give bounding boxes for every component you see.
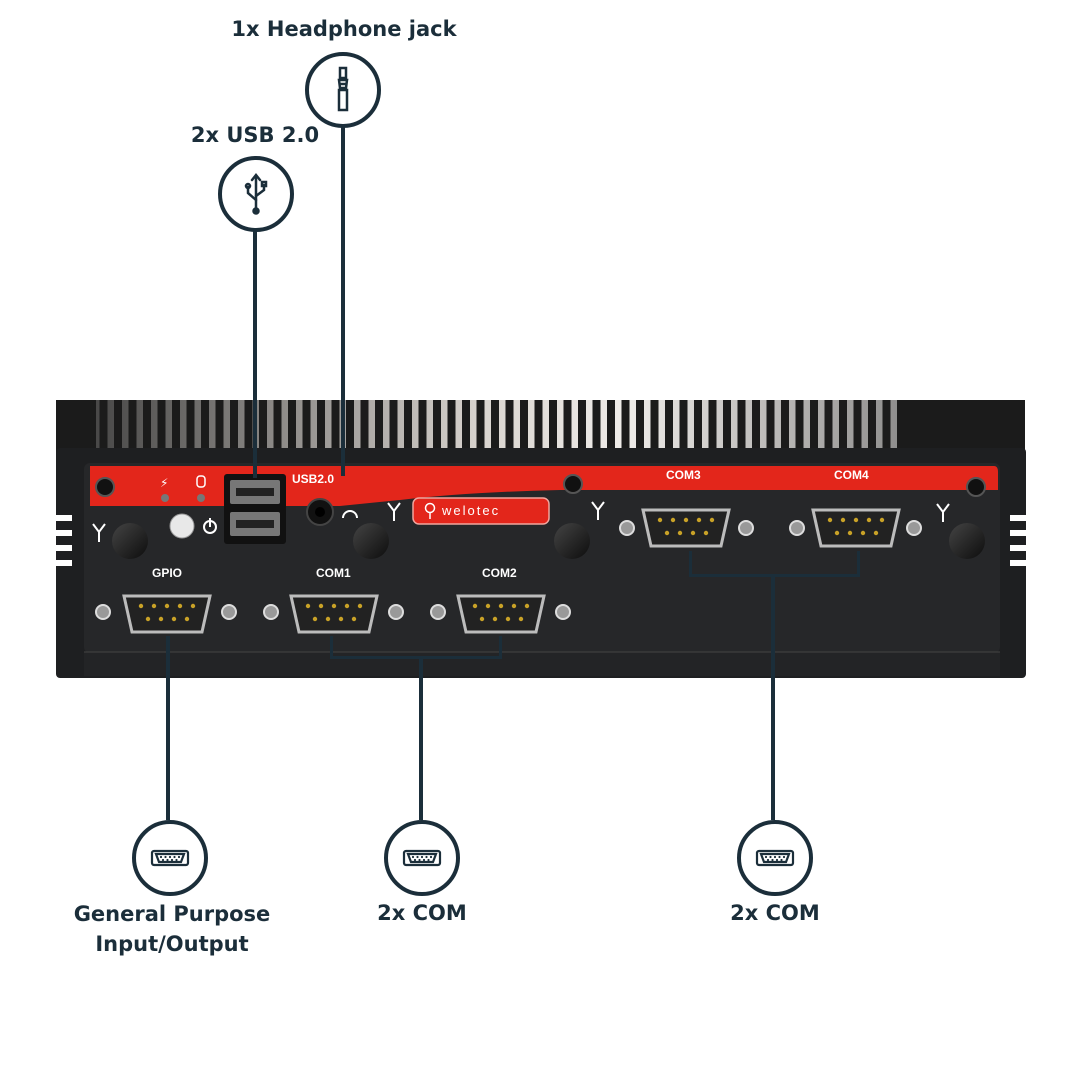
headphone-callout-line xyxy=(341,124,345,476)
com-left-bracket-bar xyxy=(330,656,502,659)
com-right-callout-label: 2x COM xyxy=(730,901,820,925)
com-left-callout-label: 2x COM xyxy=(377,901,467,925)
headphone-jack-icon xyxy=(337,66,349,112)
com2-port-label: COM2 xyxy=(482,566,517,580)
gpio-port-label: GPIO xyxy=(152,566,183,580)
serial-port-icon xyxy=(150,849,190,867)
gpio-callout-label-line2: Input/Output xyxy=(95,932,249,956)
serial-port-icon xyxy=(402,849,442,867)
gpio-callout-label-line1: General Purpose xyxy=(73,902,271,926)
com-right-bracket-right xyxy=(857,551,860,576)
usb-icon xyxy=(244,172,268,215)
com-left-callout-circle xyxy=(384,820,460,896)
gpio-callout-line xyxy=(166,636,170,820)
usb-port-label: USB2.0 xyxy=(292,472,335,486)
usb-callout-label: 2x USB 2.0 xyxy=(190,123,320,147)
com-left-bracket-right xyxy=(499,636,502,658)
usb-callout-circle xyxy=(218,156,294,232)
com4-port-label: COM4 xyxy=(834,468,869,482)
brand-logo: welotec xyxy=(442,503,501,518)
com3-port-label: COM3 xyxy=(666,468,701,482)
usb-callout-line xyxy=(253,228,257,478)
headphone-callout-label: 1x Headphone jack xyxy=(231,17,457,41)
com-right-callout-circle xyxy=(737,820,813,896)
com-right-callout-line xyxy=(771,574,775,820)
serial-port-icon xyxy=(755,849,795,867)
com-left-bracket-left xyxy=(330,636,333,658)
headphone-callout-circle xyxy=(305,52,381,128)
com1-port-label: COM1 xyxy=(316,566,351,580)
com-right-bracket-left xyxy=(689,551,692,576)
com-left-callout-line xyxy=(419,656,423,820)
svg-text:⚡: ⚡ xyxy=(160,476,168,490)
gpio-callout-circle xyxy=(132,820,208,896)
